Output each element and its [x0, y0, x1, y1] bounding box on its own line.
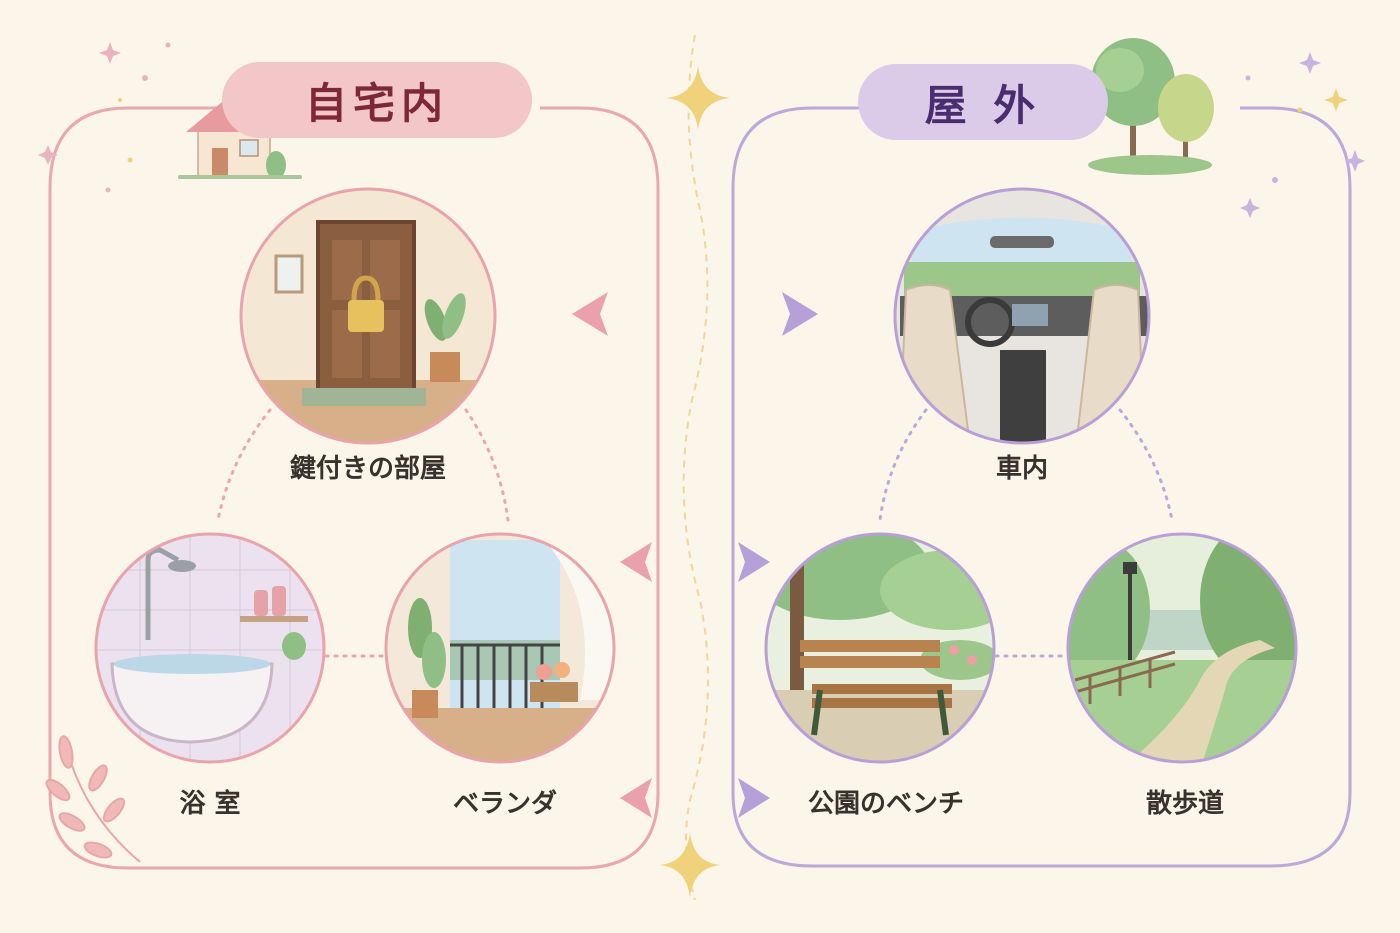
- walkway-label: 散歩道: [1145, 789, 1225, 819]
- gold-star-top: [666, 65, 730, 130]
- bathroom-illustration: [96, 534, 324, 762]
- outdoor-group-outline: [731, 106, 1352, 868]
- double-arrow-bottom: [620, 778, 770, 818]
- veranda-label: ベランダ: [452, 789, 558, 819]
- locked-room-label: 鍵付きの部屋: [289, 454, 447, 484]
- bathroom-circle: [94, 532, 326, 764]
- home-group-outline: [48, 106, 660, 870]
- car-interior-circle: [893, 187, 1151, 445]
- leaf-branch-decoration: [45, 735, 141, 863]
- sparkle-icons-right: [1240, 52, 1365, 218]
- outdoor-connectors: [878, 408, 1174, 658]
- center-divider: [682, 34, 709, 901]
- park-bench-circle: [764, 532, 996, 764]
- sparkle-icons-left: [38, 42, 171, 193]
- walkway-circle: [1066, 532, 1298, 764]
- car-interior-label: 車内: [995, 454, 1049, 484]
- double-arrow-middle: [620, 542, 770, 582]
- trees-icon: [1088, 38, 1214, 175]
- gold-stars: [660, 65, 730, 898]
- walkway-illustration: [1068, 534, 1296, 762]
- locked-room-illustration: [241, 189, 495, 443]
- home-group-title: 自宅内: [222, 62, 532, 138]
- gold-star-bottom: [660, 832, 720, 898]
- double-arrow-top: [572, 292, 818, 336]
- home-connectors: [216, 408, 510, 658]
- veranda-circle: [384, 532, 616, 764]
- park-bench-label: 公園のベンチ: [807, 789, 965, 819]
- park-bench-illustration: [766, 534, 994, 762]
- locked-room-circle: [239, 187, 497, 445]
- moon-icon: [66, 72, 100, 115]
- bathroom-label: 浴 室: [179, 789, 241, 819]
- outdoor-group-title: 屋 外: [858, 64, 1108, 140]
